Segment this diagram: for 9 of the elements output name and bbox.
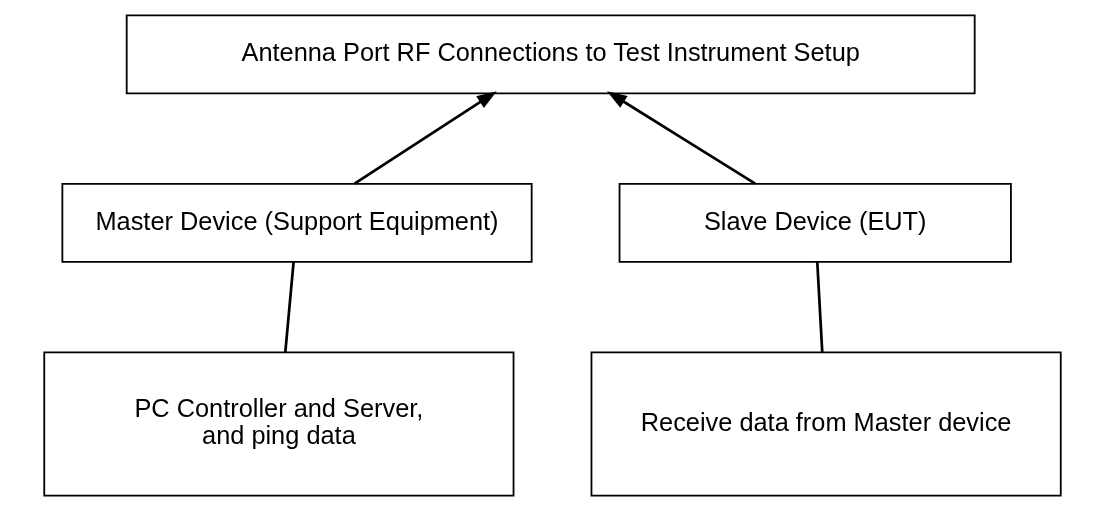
node-box: Antenna Port RF Connections to Test Instrument Setup	[125, 14, 976, 95]
connector	[283, 261, 295, 353]
connector	[815, 261, 824, 353]
node-box: Master Device (Support Equipment)	[60, 183, 533, 263]
arrow	[353, 91, 497, 185]
node-box: PC Controller and Server, and ping data	[42, 351, 514, 497]
node-box: Receive data from Master device	[590, 351, 1062, 497]
node-box: Slave Device (EUT)	[618, 183, 1012, 263]
arrow	[606, 91, 756, 185]
